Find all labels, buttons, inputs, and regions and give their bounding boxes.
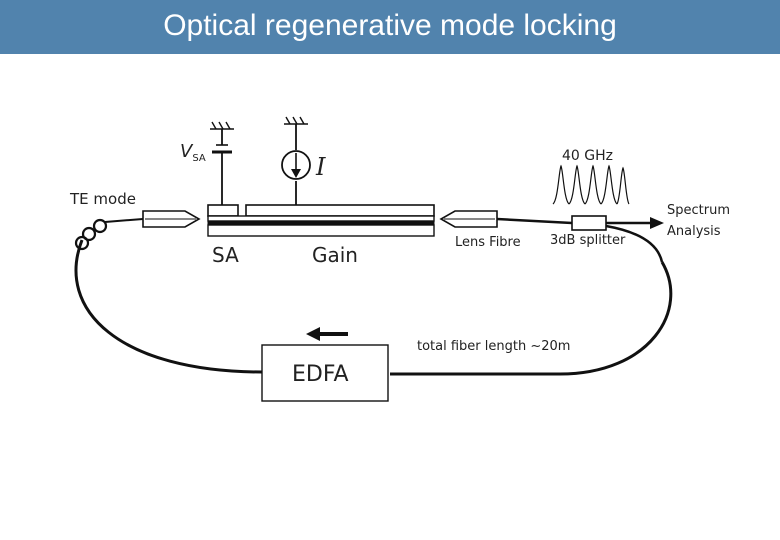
sa-bias-circuit (212, 129, 232, 205)
frequency-label: 40 GHz (562, 148, 613, 164)
left-lens-fibre (142, 210, 201, 228)
arrow-right-icon (650, 217, 664, 229)
sa-contact (207, 204, 239, 217)
right-lens-fibre (439, 210, 498, 228)
laser-chip (207, 204, 435, 237)
current-source-icon (281, 150, 311, 180)
pulse-train-icon (552, 164, 630, 205)
te-mode-label: TE mode (69, 190, 136, 208)
gain-label: Gain (312, 243, 358, 267)
splitter-label: 3dB splitter (550, 233, 626, 248)
arrow-left-icon (306, 327, 348, 341)
edfa-label: EDFA (292, 362, 349, 387)
fiber-ring (74, 239, 673, 376)
fiber-to-splitter (496, 217, 573, 225)
gain-contact (245, 204, 435, 217)
vsa-label: VSA (180, 141, 206, 164)
fiber-length-label: total fiber length ~20m (417, 339, 570, 354)
ground-icon (284, 116, 308, 125)
lens-fibre-label: Lens Fibre (455, 235, 521, 250)
fiber-coil-icon (74, 218, 108, 251)
splitter-to-ring (605, 224, 664, 263)
title-bar: Optical regenerative mode locking (0, 0, 780, 54)
sa-label: SA (212, 243, 239, 267)
spectrum-label-line2: Analysis (667, 224, 721, 239)
edfa-box (261, 344, 389, 402)
current-label: I (315, 153, 326, 181)
diagram: EDFA TE mode VSA I SA Gain Lens Fibre 3d… (69, 116, 730, 402)
ground-icon (210, 121, 234, 130)
splitter (571, 215, 607, 231)
page-title: Optical regenerative mode locking (163, 9, 617, 42)
spectrum-label-line1: Spectrum (667, 203, 730, 218)
